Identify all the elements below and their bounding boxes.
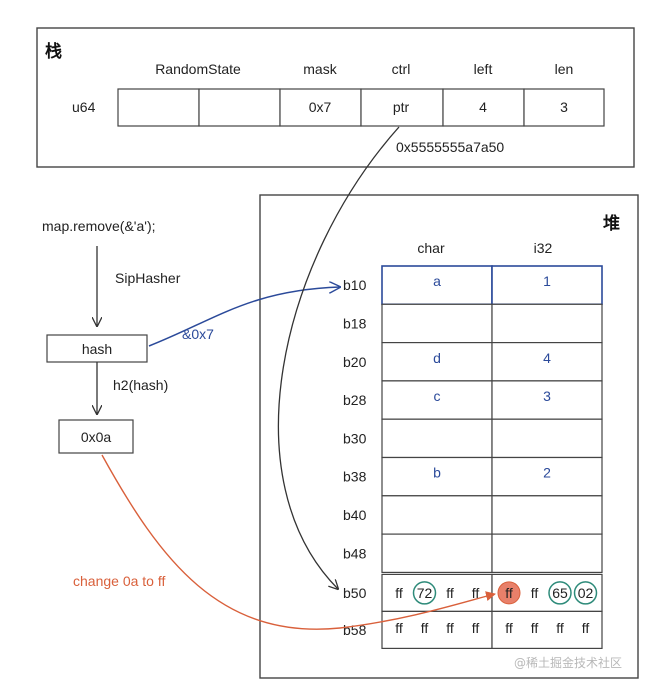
heap-cell-char	[381, 533, 493, 573]
hash-box	[46, 334, 148, 363]
change-note: change 0a to ff	[73, 573, 165, 589]
ctrl-byte: ff	[531, 585, 539, 601]
ctrl-byte-circle	[412, 581, 437, 605]
stack-row-label: u64	[72, 99, 96, 115]
arrow-hash-to-b10	[148, 287, 340, 347]
ctrl-byte: 72	[417, 585, 433, 601]
heap-value-i32: 1	[543, 273, 551, 289]
ctrl-byte: ff	[505, 585, 513, 601]
heap-row-label: b40	[343, 507, 367, 523]
heap-row-label: b28	[343, 392, 367, 408]
arrow-h2-to-ctrl-byte	[101, 454, 496, 630]
heap-cell-char	[381, 303, 493, 344]
heap-cell-i32	[491, 418, 603, 459]
heap-col-header-char: char	[417, 240, 445, 256]
remove-call: map.remove(&'a');	[42, 218, 156, 234]
ctrl-byte: ff	[472, 585, 480, 601]
heap-row-label: b38	[343, 469, 367, 485]
ctrl-byte-highlight	[497, 581, 521, 605]
heap-value-char: c	[434, 388, 441, 404]
ctrl-byte: ff	[395, 620, 403, 636]
heap-cell-i32	[491, 380, 603, 420]
heap-row-b28: b28 c 3	[343, 380, 603, 420]
heap-cell-i32	[491, 265, 603, 306]
heap-row-b38: b38 b 2	[343, 456, 603, 497]
heap-row-b48: b48	[343, 533, 603, 573]
stack-title: 栈	[45, 41, 62, 62]
stack-col-header-mask: mask	[303, 61, 337, 77]
heap-value-char: d	[433, 350, 441, 366]
ctrl-byte: ff	[582, 620, 590, 636]
stack-value-mask: 0x7	[309, 99, 332, 115]
ctrl-group-right	[491, 610, 603, 650]
stack-col-header-randomstate: RandomState	[155, 61, 241, 77]
ctrl-byte: ff	[446, 585, 454, 601]
h2-label: h2(hash)	[113, 377, 168, 393]
stack-cell-randomstate-1	[117, 88, 200, 127]
heap-data-rows: b10 a 1 b18 b20 d 4 b28 c 3 b30 b38 b 2 b40 b48	[343, 265, 603, 573]
stack-cell-len	[523, 88, 605, 127]
stack-col-header-ctrl: ctrl	[392, 61, 411, 77]
heap-row-b40: b40	[343, 495, 603, 535]
heap-cell-i32	[491, 342, 603, 382]
ctrl-byte: ff	[531, 620, 539, 636]
siphasher-label: SipHasher	[115, 270, 181, 286]
heap-row-b18: b18	[343, 303, 603, 344]
heap-row-label: b20	[343, 354, 367, 370]
heap-value-i32: 3	[543, 388, 551, 404]
heap-value-char: a	[433, 273, 441, 289]
heap-row-label: b48	[343, 545, 367, 561]
stack-col-header-len: len	[555, 61, 574, 77]
hash-box-label: hash	[82, 341, 112, 357]
heap-value-i32: 2	[543, 465, 551, 481]
heap-row-b30: b30	[343, 418, 603, 459]
heap-value-char: b	[433, 465, 441, 481]
heap-col-header-i32: i32	[534, 240, 553, 256]
heap-value-i32: 4	[543, 350, 551, 366]
heap-row-label: b30	[343, 430, 367, 446]
ctrl-byte: ff	[556, 620, 564, 636]
heap-title: 堆	[603, 213, 620, 234]
mask-op-label: &0x7	[182, 326, 214, 342]
heap-cell-char	[381, 418, 493, 459]
stack-cell-randomstate-2	[198, 88, 281, 127]
ctrl-byte: ff	[472, 620, 480, 636]
heap-cell-i32	[491, 533, 603, 573]
ctrl-row-label: b50	[343, 585, 367, 601]
heap-row-label: b10	[343, 277, 367, 293]
heap-row-label: b18	[343, 315, 367, 331]
ctrl-byte: ff	[446, 620, 454, 636]
ctrl-byte: ff	[421, 620, 429, 636]
heap-cell-char	[381, 495, 493, 535]
stack-value-ctrl: ptr	[393, 99, 410, 115]
heap-cell-i32	[491, 456, 603, 497]
stack-value-len: 3	[560, 99, 568, 115]
ctrl-byte: 02	[578, 585, 594, 601]
ctrl-byte: ff	[505, 620, 513, 636]
arrow-ctrl-ptr-to-b50	[277, 126, 400, 589]
stack-cell-mask	[279, 88, 362, 127]
ctrl-byte-circle	[573, 581, 598, 605]
stack-value-left: 4	[479, 99, 487, 115]
heap-row-b10: b10 a 1	[343, 265, 603, 306]
ctrl-row-b50: b50 ff 72 ff ff ff ff 65 02	[343, 573, 603, 613]
heap-row-b20: b20 d 4	[343, 342, 603, 382]
heap-cell-i32	[491, 303, 603, 344]
stack-cell-ctrl	[360, 88, 444, 127]
watermark: @稀土掘金技术社区	[514, 655, 622, 670]
h2-box-label: 0x0a	[81, 429, 112, 445]
ctrl-byte: ff	[395, 585, 403, 601]
ctrl-byte-circle	[548, 581, 572, 605]
stack-col-header-left: left	[474, 61, 493, 77]
h2-box	[58, 419, 134, 454]
ctrl-byte: 65	[552, 585, 568, 601]
heap-cell-i32	[491, 495, 603, 535]
ctrl-address: 0x5555555a7a50	[396, 139, 504, 155]
